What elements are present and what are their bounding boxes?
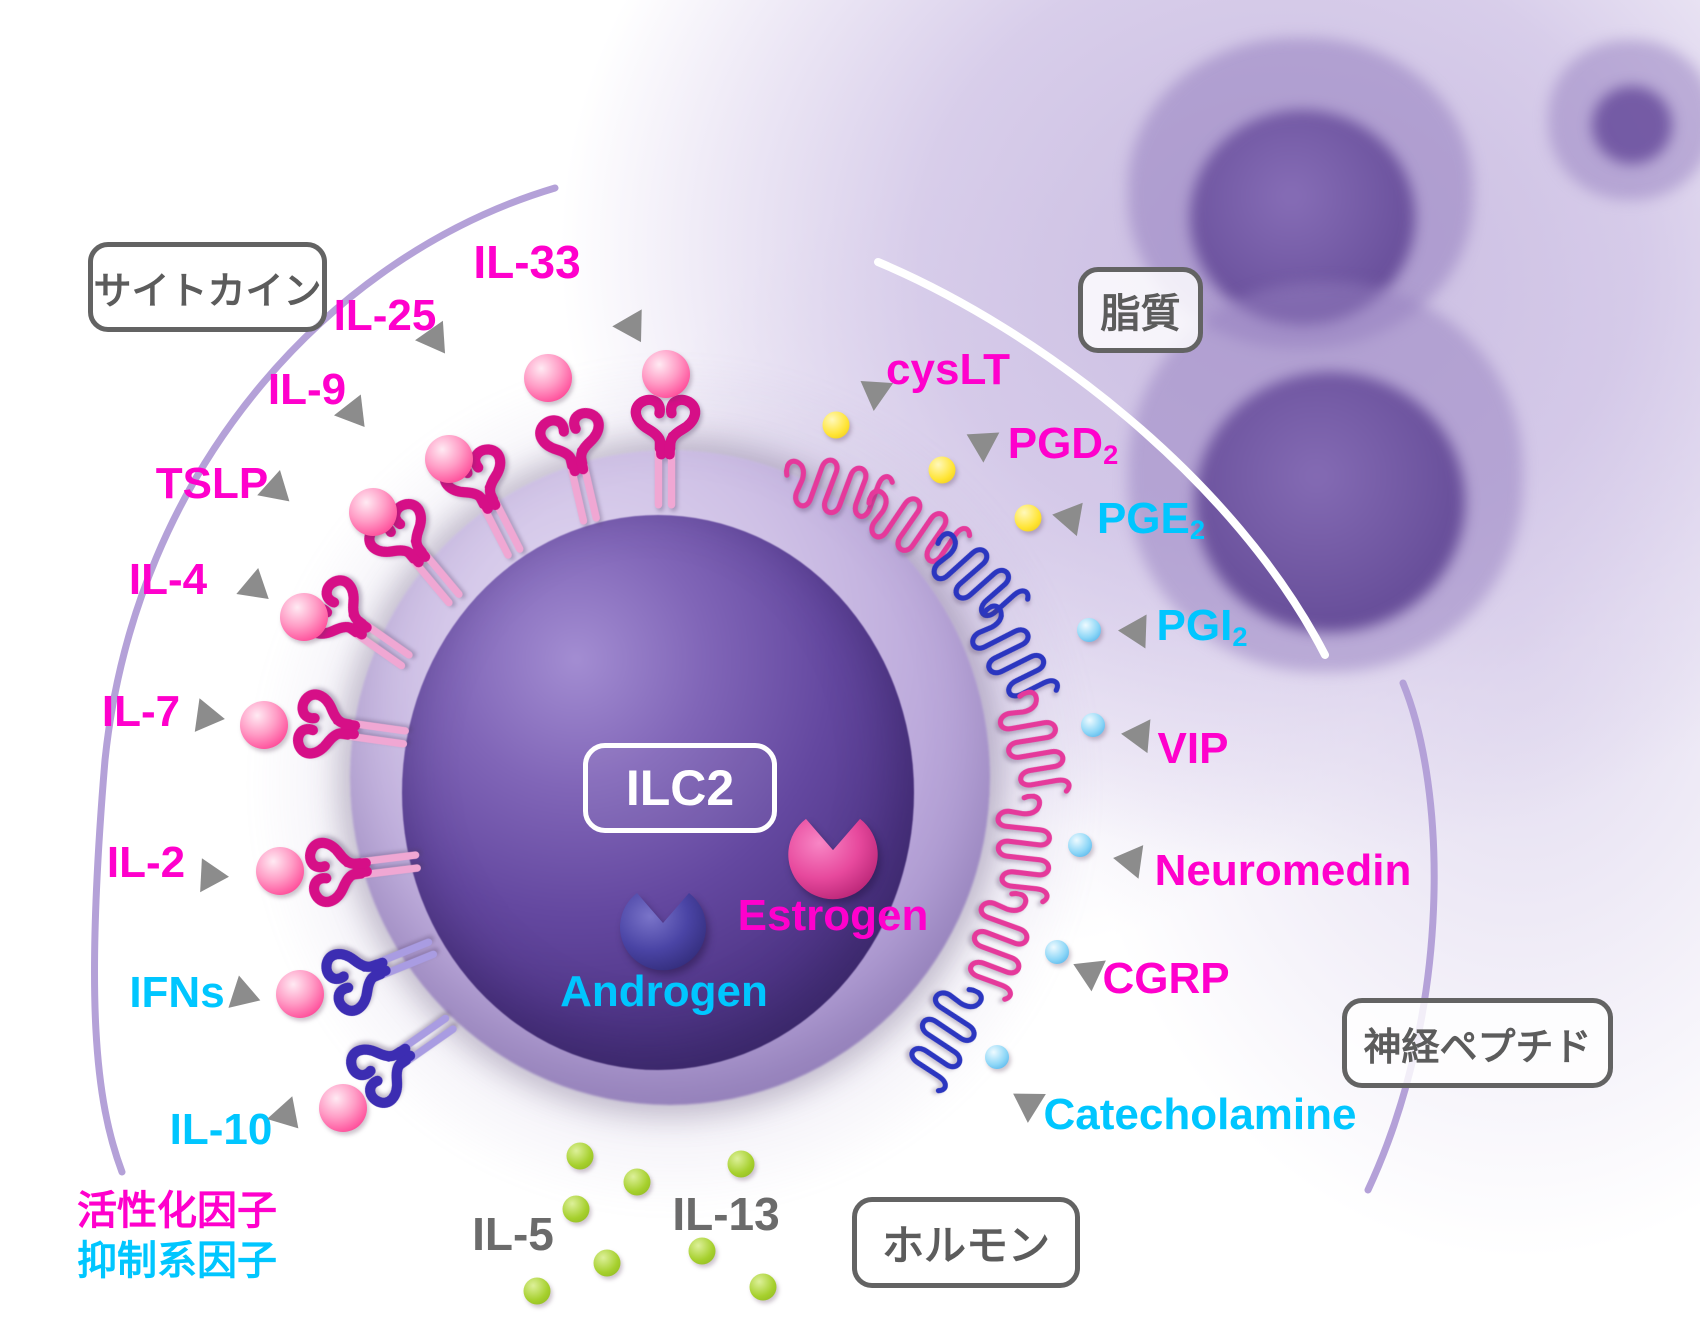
secreted-label-il5: IL-5 [472,1208,554,1260]
neuropeptide-label-vip: VIP [1157,724,1229,773]
category-box-neuropeptide: 神経ペプチド [1342,998,1613,1088]
legend-inhibitory-factors: 抑制系因子 [77,1239,277,1283]
secreted-il5-sphere [523,1277,551,1305]
gpcr-coil-receptor-icon [993,688,1075,805]
secreted-il5-sphere [562,1195,590,1223]
lipid-label-pgi2-sub: 2 [1232,621,1248,652]
il33-ligand-sphere [642,350,690,398]
cell-name-box: ILC2 [583,743,777,833]
il7-receptor [282,679,422,780]
tslp-ligand-sphere [349,488,397,536]
lipid-label-pge2-text: PGE [1096,494,1190,543]
il2-receptor [294,818,433,917]
ilc2-cell-nucleus [402,515,914,1070]
gpcr-coil-receptor-icon [997,795,1052,903]
lipid-section-arc [874,258,1329,659]
lipid-label-pgd2-sub: 2 [1103,439,1119,470]
cgrp-ligand-sphere [1045,940,1069,964]
neuropeptide-label-catecholamine: Catecholamine [1043,1090,1357,1139]
secreted-il13-sphere [727,1150,755,1178]
hormone-label-androgen: Androgen [560,967,768,1016]
ifn-ligand-sphere [276,970,324,1018]
antibody-y-receptor-icon [538,410,620,529]
gpcr-coil-receptor-icon [900,977,991,1095]
cytokine-label-il33: IL-33 [473,236,581,288]
arrow-icon-il7 [194,698,228,736]
hormone-label-estrogen: Estrogen [737,891,929,940]
antibody-y-receptor-icon [636,400,695,509]
androgen-receptor [620,893,706,971]
lipid-label-pge2: PGE2 [1097,494,1205,546]
cytokine-label-il2: IL-2 [106,838,186,887]
background-cell-blurred-2 [1548,40,1700,200]
legend-activating-factors: 活性化因子 [77,1189,277,1233]
pgi2-ligand-sphere [1077,618,1101,642]
secreted-il13-sphere [688,1237,716,1265]
lipid-label-cyslt: cysLT [886,345,1010,394]
secreted-il5-sphere [593,1249,621,1277]
lipid-label-pgd2-text: PGD [1007,419,1104,468]
notched-ball-receptor-icon [788,818,878,900]
secreted-label-il13: IL-13 [672,1188,780,1240]
il10-ligand-sphere [319,1084,367,1132]
notched-ball-receptor-icon [620,893,706,971]
category-box-lipid: 脂質 [1078,267,1203,353]
category-label-lipid: 脂質 [1100,292,1181,336]
antibody-y-receptor-icon [309,831,424,903]
il33-receptor [623,387,707,517]
category-label-neuropeptide: 神経ペプチド [1363,1026,1592,1069]
il2-ligand-sphere [256,847,304,895]
il4-ligand-sphere [280,593,328,641]
arrow-icon-vip [1119,716,1151,754]
lipid-label-pgi2-text: PGI [1156,601,1233,650]
arrow-icon-il2 [200,858,230,894]
vip-ligand-sphere [1081,713,1105,737]
gpcr-coil-receptor-icon [963,887,1035,1001]
arrow-icon-pgi2 [1117,613,1147,649]
cell-name-label: ILC2 [625,760,735,816]
neuropeptide-label-cgrp: CGRP [1102,954,1230,1003]
neuropeptide-section-arc [1364,679,1438,1194]
catecholamine-ligand-sphere [985,1045,1009,1069]
arrow-icon-neuromedin [1110,841,1144,879]
background-cell-nucleus [1592,86,1672,164]
il7-ligand-sphere [240,701,288,749]
il9-ligand-sphere [425,435,473,483]
lipid-label-pgi2: PGI2 [1157,601,1248,653]
category-label-hormone: ホルモン [881,1222,1050,1269]
background-cell-nucleus [1195,372,1465,632]
secreted-il5-sphere [566,1142,594,1170]
lipid-label-pgd2: PGD2 [1008,419,1119,471]
arrow-icon-pge2 [1049,497,1083,537]
secreted-il13-sphere [749,1273,777,1301]
cytokine-label-il9: IL-9 [267,365,347,414]
neuromedin-ligand-sphere [1068,833,1092,857]
pgd2-ligand-sphere [928,456,956,484]
cytokine-section-arc [90,184,559,1176]
antibody-y-receptor-icon [296,693,412,767]
estrogen-receptor [788,818,878,900]
cytokine-label-il7: IL-7 [101,687,181,736]
secreted-il5-sphere [623,1168,651,1196]
category-box-hormone: ホルモン [852,1197,1080,1288]
il25-ligand-sphere [524,354,572,402]
cytokine-label-tslp: TSLP [155,459,269,508]
cytokine-label-il25: IL-25 [333,291,437,340]
cyslt-ligand-sphere [822,411,850,439]
lipid-label-pge2-sub: 2 [1189,514,1206,545]
neuropeptide-label-neuromedin: Neuromedin [1154,846,1412,895]
pge2-ligand-sphere [1014,504,1042,532]
cytokine-label-il4: IL-4 [128,555,208,604]
cytokine-label-ifns: IFNs [129,968,225,1017]
category-box-cytokine: サイトカイン [88,242,327,332]
category-label-cytokine: サイトカイン [93,270,322,313]
cytokine-label-il10: IL-10 [169,1105,273,1154]
